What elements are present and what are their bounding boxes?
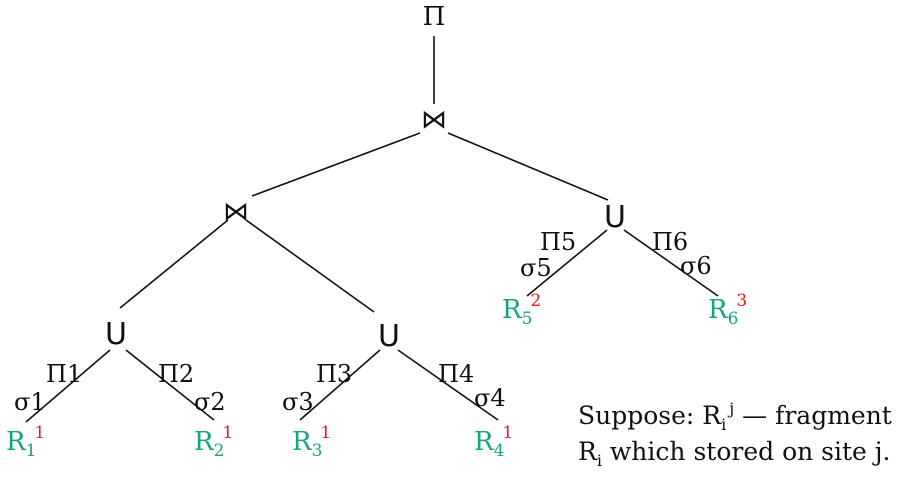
svg-text:R31: R31 xyxy=(292,423,331,461)
top-join-node: ⋈ xyxy=(421,105,447,135)
leaf-r1-site: 1 xyxy=(34,423,45,443)
edge-label-pi5: Π5 xyxy=(540,228,576,256)
note-line-2-sub: i xyxy=(597,451,602,470)
leaf-r4: R41 xyxy=(474,423,513,461)
tree-edges xyxy=(25,36,719,423)
leaf-r5: R52 xyxy=(502,291,541,329)
edge-unionb-r4 xyxy=(397,349,499,421)
edge-label-sigma2: σ2 xyxy=(194,388,226,416)
svg-text:R63: R63 xyxy=(708,291,747,329)
svg-text:R11: R11 xyxy=(6,423,45,461)
leaf-r5-site: 2 xyxy=(530,291,541,311)
leaf-r2-base: R xyxy=(194,427,215,457)
edge-label-sigma1: σ1 xyxy=(14,388,46,416)
note-line-2-suffix: which stored on site j. xyxy=(602,437,891,466)
svg-text:R41: R41 xyxy=(474,423,513,461)
svg-text:R21: R21 xyxy=(194,423,233,461)
edge-label-sigma5: σ5 xyxy=(520,254,552,282)
edge-label-sigma3: σ3 xyxy=(282,388,314,416)
leaf-r5-base: R xyxy=(502,295,523,325)
leaf-r3-base: R xyxy=(292,427,313,457)
leaf-r6-base: R xyxy=(708,295,729,325)
note-line-1-prefix: Suppose: R xyxy=(578,401,722,430)
edge-leftjoin-uniona xyxy=(119,219,229,309)
leaf-r6: R63 xyxy=(708,291,747,329)
edge-leftjoin-unionb xyxy=(245,219,375,313)
edge-label-pi2: Π2 xyxy=(158,360,194,388)
union-a-node: U xyxy=(105,317,127,352)
fragment-note: Suppose: Rij — fragment Ri which stored … xyxy=(578,399,892,470)
edge-label-pi6: Π6 xyxy=(652,228,688,256)
edge-label-sigma4: σ4 xyxy=(474,384,506,412)
leaf-r2-index: 2 xyxy=(214,441,225,461)
leaf-r5-index: 5 xyxy=(522,309,533,329)
leaf-r2-site: 1 xyxy=(222,423,233,443)
edge-uniona-r1 xyxy=(25,349,111,423)
svg-text:R52: R52 xyxy=(502,291,541,329)
leaf-r6-site: 3 xyxy=(736,291,747,311)
edge-rightunion-r5 xyxy=(526,229,608,297)
note-line-1-suffix: — fragment xyxy=(734,401,892,430)
union-b-node: U xyxy=(378,319,400,354)
root-projection-node: Π xyxy=(423,2,446,32)
edge-topjoin-rightunion xyxy=(447,132,609,201)
edge-uniona-r2 xyxy=(125,349,215,421)
edge-label-pi4: Π4 xyxy=(438,360,474,388)
right-union-node: U xyxy=(604,200,626,235)
leaf-r4-site: 1 xyxy=(502,423,513,443)
edge-topjoin-leftjoin xyxy=(251,132,421,197)
note-line-1-sub: i xyxy=(721,415,726,434)
note-line-2: Ri which stored on site j. xyxy=(578,437,890,470)
note-line-2-prefix: R xyxy=(578,437,598,466)
leaf-r4-index: 4 xyxy=(494,441,505,461)
left-join-node: ⋈ xyxy=(223,197,249,227)
leaf-r6-index: 6 xyxy=(728,309,739,329)
leaf-r1: R11 xyxy=(6,423,45,461)
leaf-r4-base: R xyxy=(474,427,495,457)
edge-rightunion-r6 xyxy=(623,229,719,297)
leaf-r1-index: 1 xyxy=(26,441,37,461)
note-line-1-sup: j xyxy=(727,399,734,418)
leaf-r2: R21 xyxy=(194,423,233,461)
edge-unionb-r3 xyxy=(299,349,381,421)
edge-label-pi1: Π1 xyxy=(46,360,82,388)
leaf-r3: R31 xyxy=(292,423,331,461)
leaf-r1-base: R xyxy=(6,427,27,457)
edge-label-sigma6: σ6 xyxy=(680,252,712,280)
note-line-1: Suppose: Rij — fragment xyxy=(578,399,892,434)
edge-label-pi3: Π3 xyxy=(316,360,352,388)
leaf-r3-index: 3 xyxy=(312,441,323,461)
leaf-r3-site: 1 xyxy=(320,423,331,443)
